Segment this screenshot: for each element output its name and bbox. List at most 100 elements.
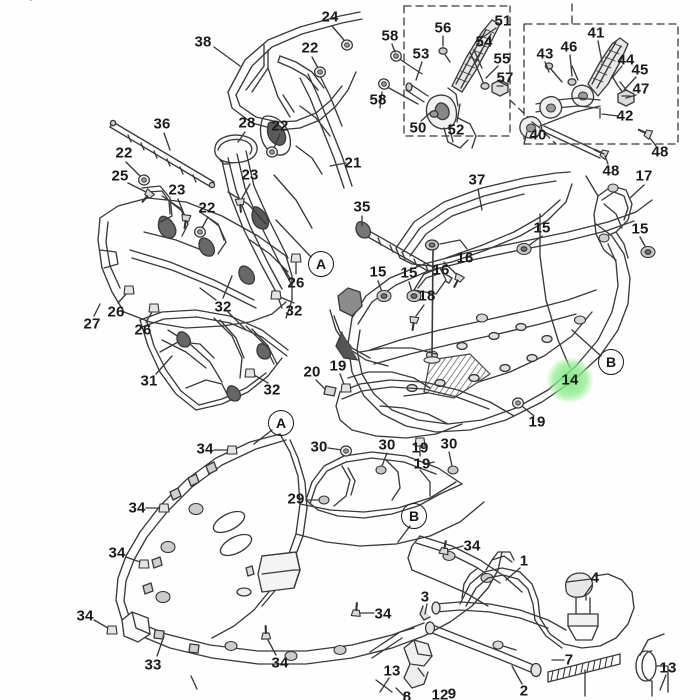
callout-label-48[interactable]: 48 <box>602 162 620 180</box>
right-side-bracket <box>585 175 633 261</box>
callout-label-12[interactable]: 12 <box>431 686 449 700</box>
part-b-lower-rail <box>407 535 523 607</box>
callout-label-1[interactable]: 1 <box>519 552 529 570</box>
part-38-grab-rail <box>227 11 363 131</box>
callout-label-55[interactable]: 55 <box>493 50 511 68</box>
part-16-long-pin <box>423 239 441 364</box>
callout-label-56[interactable]: 56 <box>434 19 452 37</box>
lower-mid-rail <box>335 379 515 439</box>
callout-label-31[interactable]: 31 <box>140 372 158 390</box>
section-marker-b-lower: B <box>401 503 427 529</box>
callout-label-41[interactable]: 41 <box>587 24 605 42</box>
callout-label-15[interactable]: 15 <box>369 263 387 281</box>
callout-label-2[interactable]: 2 <box>519 682 529 700</box>
callout-label-33[interactable]: 33 <box>144 656 162 674</box>
callout-label-19[interactable]: 19 <box>528 413 546 431</box>
callout-label-34[interactable]: 34 <box>374 605 392 623</box>
callout-label-32[interactable]: 32 <box>263 381 281 399</box>
callout-label-30[interactable]: 30 <box>378 436 396 454</box>
callout-label-13[interactable]: 13 <box>659 659 677 677</box>
callout-label-58[interactable]: 58 <box>369 91 387 109</box>
callout-label-19[interactable]: 19 <box>329 357 347 375</box>
callout-label-22[interactable]: 22 <box>271 117 289 135</box>
callout-label-36[interactable]: 36 <box>153 115 171 133</box>
callout-label-48[interactable]: 48 <box>651 143 669 161</box>
callout-label-19[interactable]: 19 <box>413 455 431 473</box>
part-29-lower-cowl <box>305 451 463 519</box>
callout-label-25[interactable]: 25 <box>111 167 129 185</box>
callout-label-38[interactable]: 38 <box>194 33 212 51</box>
callout-label-53[interactable]: 53 <box>412 45 430 63</box>
callout-label-18[interactable]: 18 <box>418 287 436 305</box>
callout-label-34[interactable]: 34 <box>196 440 214 458</box>
part-28-leader <box>237 131 246 143</box>
callout-label-43[interactable]: 43 <box>536 45 554 63</box>
callout-label-3[interactable]: 3 <box>420 588 430 606</box>
callout-label-17[interactable]: 17 <box>635 167 653 185</box>
callout-label-15[interactable]: 15 <box>631 220 649 238</box>
part-32-leaders <box>199 287 247 331</box>
callout-label-40[interactable]: 40 <box>529 126 547 144</box>
callout-label-32[interactable]: 32 <box>285 302 303 320</box>
callout-label-34[interactable]: 34 <box>76 607 94 625</box>
callout-label-15[interactable]: 15 <box>533 219 551 237</box>
callout-label-7[interactable]: 7 <box>564 651 574 669</box>
callout-label-21[interactable]: 21 <box>344 154 362 172</box>
callout-label-34[interactable]: 34 <box>463 537 481 555</box>
callout-label-16[interactable]: 16 <box>432 261 450 279</box>
callout-label-26[interactable]: 26 <box>107 303 125 321</box>
callout-label-45[interactable]: 45 <box>631 61 649 79</box>
callout-label-51[interactable]: 51 <box>494 12 512 30</box>
callout-label-27[interactable]: 27 <box>83 315 101 333</box>
callout-label-28[interactable]: 28 <box>238 114 256 132</box>
callout-label-37[interactable]: 37 <box>468 171 486 189</box>
callout-label-22[interactable]: 22 <box>198 199 216 217</box>
callout-label-35[interactable]: 35 <box>353 198 371 216</box>
callout-label-23[interactable]: 23 <box>241 166 259 184</box>
callout-label-57[interactable]: 57 <box>496 69 514 87</box>
callout-label-34[interactable]: 34 <box>271 654 289 672</box>
callout-label-26[interactable]: 26 <box>134 321 152 339</box>
callout-label-30[interactable]: 30 <box>310 438 328 456</box>
callout-label-15[interactable]: 15 <box>400 264 418 282</box>
callout-label-47[interactable]: 47 <box>632 80 650 98</box>
dashed-box-right <box>523 3 679 145</box>
part-48-leaders <box>604 137 657 165</box>
callout-label-58[interactable]: 58 <box>381 27 399 45</box>
callout-label-46[interactable]: 46 <box>560 38 578 56</box>
callout-label-8[interactable]: 8 <box>402 688 412 700</box>
callout-label-13[interactable]: 13 <box>383 662 401 680</box>
part-26-extra <box>281 265 291 279</box>
callout-label-19[interactable]: 19 <box>411 439 429 457</box>
callout-label-52[interactable]: 52 <box>447 121 465 139</box>
callout-label-29[interactable]: 29 <box>287 490 305 508</box>
callout-label-32[interactable]: 32 <box>214 298 232 316</box>
callout-label-34[interactable]: 34 <box>108 544 126 562</box>
fastener-group <box>93 25 667 697</box>
callout-label-54[interactable]: 54 <box>475 33 493 51</box>
callout-label-14-highlighted[interactable]: 14 <box>561 371 579 389</box>
callout-label-16[interactable]: 16 <box>456 249 474 267</box>
callout-label-20[interactable]: 20 <box>303 363 321 381</box>
callout-label-50[interactable]: 50 <box>409 119 427 137</box>
callout-label-24[interactable]: 24 <box>321 8 339 26</box>
callout-label-26[interactable]: 26 <box>287 274 305 292</box>
footrest-assembly-right <box>519 37 654 161</box>
callout-label-22[interactable]: 22 <box>115 144 133 162</box>
section-marker-a-lower: A <box>268 410 294 436</box>
callout-label-4[interactable]: 4 <box>590 569 600 587</box>
part-37-leader <box>477 188 483 211</box>
callout-label-44[interactable]: 44 <box>617 51 635 69</box>
callout-label-23[interactable]: 23 <box>168 181 186 199</box>
callout-label-42[interactable]: 42 <box>616 107 634 125</box>
callout-label-34[interactable]: 34 <box>128 499 146 517</box>
callout-label-22[interactable]: 22 <box>301 39 319 57</box>
footrest-assembly-left <box>376 19 509 149</box>
part-31-lower-cowl <box>139 309 289 411</box>
callout-label-30[interactable]: 30 <box>440 435 458 453</box>
main-stand-assembly <box>369 551 669 697</box>
section-marker-b-upper: B <box>598 349 624 375</box>
part-37-seat <box>395 171 573 267</box>
callout-label-9[interactable]: 9 <box>447 685 457 700</box>
